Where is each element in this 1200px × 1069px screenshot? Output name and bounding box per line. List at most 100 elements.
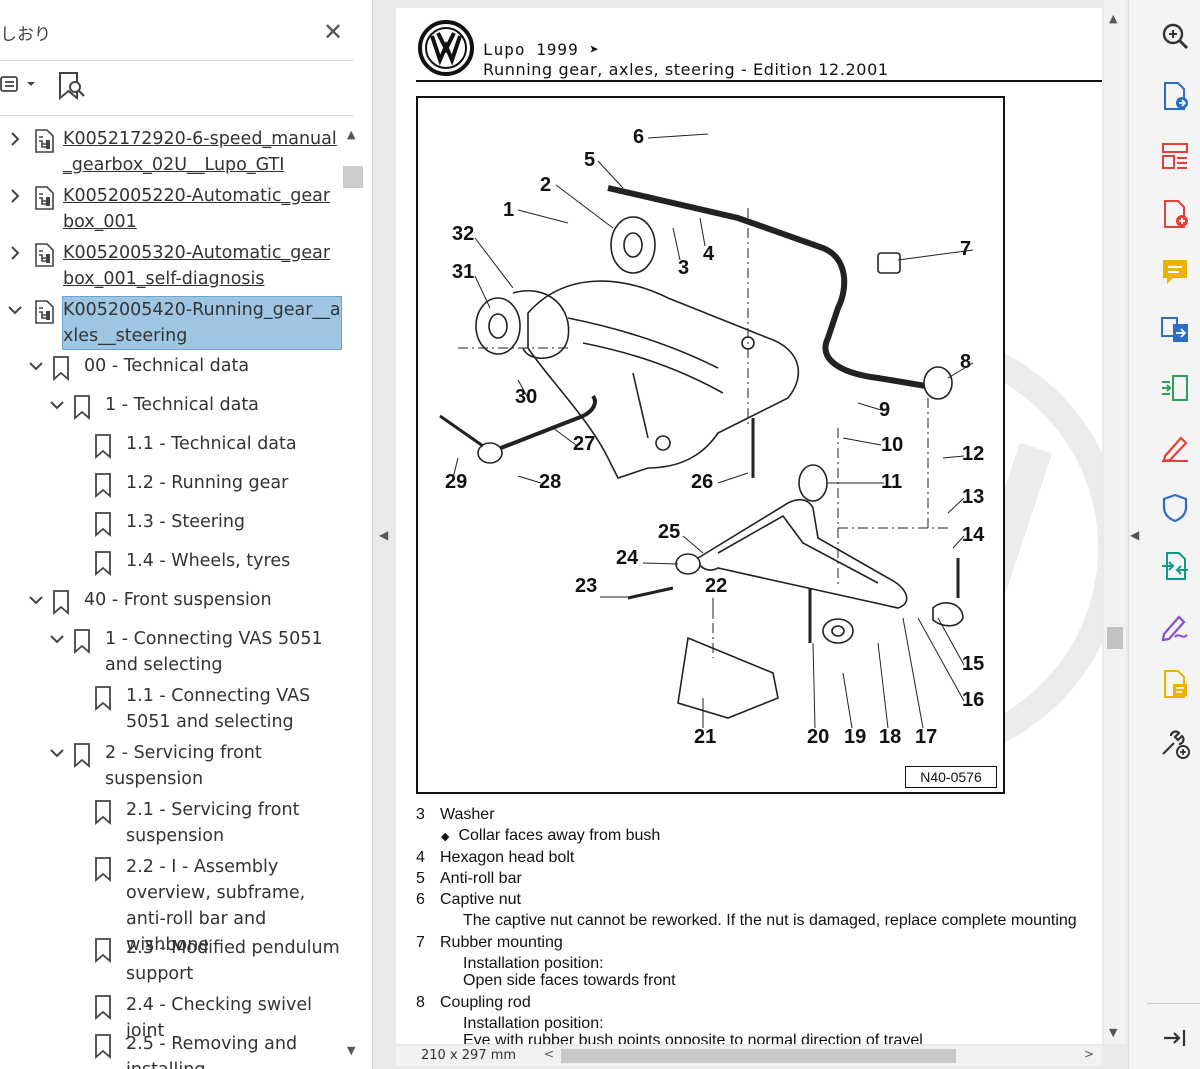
document-page: Lupo 1999 ➤ Running gear, axles, steerin… [396,8,1102,1044]
legend-text: Hexagon head bolt [440,849,575,866]
bookmark-label: 1.4 - Wheels, tyres [126,551,291,571]
bookmark-icon [94,472,112,506]
bookmark-item[interactable]: 40 - Front suspension [0,587,342,615]
sign-icon[interactable] [1159,610,1191,642]
bookmark-label: K0052005420-Running_gear__axles__steerin… [62,296,342,350]
leader-line [452,457,459,479]
scroll-thumb[interactable] [343,166,363,188]
bookmark-item[interactable]: 2.1 - Servicing front suspension [0,797,342,849]
bookmark-options-button[interactable] [0,74,36,94]
fill-sign-icon[interactable] [1159,432,1191,464]
stamp-icon[interactable] [1159,668,1191,700]
bookmark-item[interactable]: 2.5 - Removing and installing ... [0,1031,342,1069]
bookmark-item[interactable]: 2.4 - Checking swivel joint [0,992,342,1041]
bookmark-item[interactable]: K0052172920-6-speed_manual_gearbox_02U__… [0,126,342,178]
suspension-diagram: 1234567891011121314151617181920212223242… [439,126,985,748]
convert-icon[interactable] [1159,550,1191,582]
export-pdf-icon[interactable] [1159,80,1191,112]
scroll-down-icon[interactable]: ▼ [1109,1026,1118,1039]
bookmark-item[interactable]: 1 - Connecting VAS 5051 and selecting [0,626,342,678]
leader-line [682,535,704,554]
find-bookmark-button[interactable] [57,70,87,106]
legend-text: Rubber mounting [440,934,563,951]
legend-note: Installation position: [463,955,604,972]
bookmark-item[interactable]: 1.1 - Connecting VAS 5051 and selecting [0,683,342,735]
scroll-up-icon[interactable]: ▲ [347,128,356,141]
leader-line [947,362,974,379]
chevron-down-icon[interactable] [46,394,68,416]
chevron-right-icon[interactable] [4,242,26,264]
legend-text: Captive nut [440,891,521,908]
leader-line [474,237,514,289]
chevron-right-icon[interactable] [4,128,26,150]
scroll-left-icon[interactable]: < [544,1047,555,1061]
bookmark-icon [73,394,91,428]
bookmark-item[interactable]: 1.3 - Steering [0,509,342,537]
leader-line [812,642,816,729]
scroll-down-icon[interactable]: ▼ [347,1044,356,1057]
bookmark-item[interactable]: 2 - Servicing front suspension [0,740,342,792]
chevron-down-icon[interactable] [4,299,26,321]
part-callout: 23 [575,575,597,597]
status-bar: 210 x 297 mm < > [396,1046,1102,1066]
close-panel-button[interactable]: ✕ [323,18,344,46]
chevron-down-icon[interactable] [25,589,47,611]
bookmark-item[interactable]: 1.2 - Running gear [0,470,342,498]
part-callout: 28 [539,471,561,493]
leader-line [474,275,491,309]
chevron-down-icon[interactable] [25,355,47,377]
leader-line [517,209,569,224]
legend-number: 4 [416,849,425,866]
zoom-icon[interactable] [1159,20,1191,52]
part-callout: 9 [879,399,890,421]
bookmark-item[interactable]: 2.3 - Modified pendulum support [0,935,342,987]
bookmark-item[interactable]: 1.1 - Technical data [0,431,342,459]
bookmark-item[interactable]: 1 - Technical data [0,392,342,420]
bookmark-search-icon [59,72,85,101]
create-pdf-icon[interactable] [1159,198,1191,230]
bookmark-label: 2.2 - I - Assembly overview, subframe, a… [126,857,306,955]
collapse-left-icon[interactable]: ◀ [379,528,389,542]
organize-pages-icon[interactable] [1159,140,1191,172]
part-callout: 19 [844,726,866,748]
more-tools-icon[interactable] [1159,728,1191,760]
legend-text: Washer [440,806,495,823]
part-callout: 1 [503,199,514,221]
legend-number: 3 [416,806,425,823]
scroll-thumb[interactable] [1107,627,1123,649]
comment-icon[interactable] [1159,256,1191,288]
scroll-up-icon[interactable]: ▲ [1109,12,1118,25]
legend-text: Coupling rod [440,994,531,1011]
chevron-right-icon[interactable] [4,185,26,207]
combine-files-icon[interactable] [1159,314,1191,346]
protect-icon[interactable] [1159,492,1191,524]
part-callout: 30 [515,386,537,408]
bookmark-item[interactable]: K0052005220-Automatic_gearbox_001 [0,183,342,235]
bookmark-label: 40 - Front suspension [84,590,272,610]
horizontal-scroll-thumb[interactable] [561,1049,956,1063]
bookmark-icon [52,355,70,389]
document-vertical-scrollbar[interactable]: ▲ ▼ [1104,0,1126,1044]
bookmark-item[interactable]: 1.4 - Wheels, tyres [0,548,342,576]
bookmarks-scrollbar[interactable]: ▲ ▼ [342,122,364,1069]
leader-line [947,497,965,514]
header-rule [416,80,1102,82]
part-callout: 2 [540,174,551,196]
chevron-down-icon[interactable] [46,742,68,764]
chevron-down-icon[interactable] [46,628,68,650]
compress-icon[interactable] [1159,372,1191,404]
bookmark-item[interactable]: 2.2 - I - Assembly overview, subframe, a… [0,854,342,955]
part-callout: 13 [962,486,984,508]
scroll-right-icon[interactable]: > [1084,1047,1095,1061]
bookmark-item[interactable]: K0052005420-Running_gear__axles__steerin… [0,296,342,350]
figure-id: N40-0576 [905,766,997,788]
bookmark-item[interactable]: K0052005320-Automatic_gearbox_001_self-d… [0,240,342,292]
bookmark-item[interactable]: 00 - Technical data [0,353,342,381]
collapse-panel-icon[interactable] [1159,1022,1191,1054]
legend-text: Anti-roll bar [440,870,522,887]
leader-line [699,217,706,247]
collapse-right-icon[interactable]: ◀ [1130,528,1140,542]
coupling-rod-shape [487,394,597,455]
leader-line [717,472,749,484]
part-callout: 4 [703,243,715,265]
